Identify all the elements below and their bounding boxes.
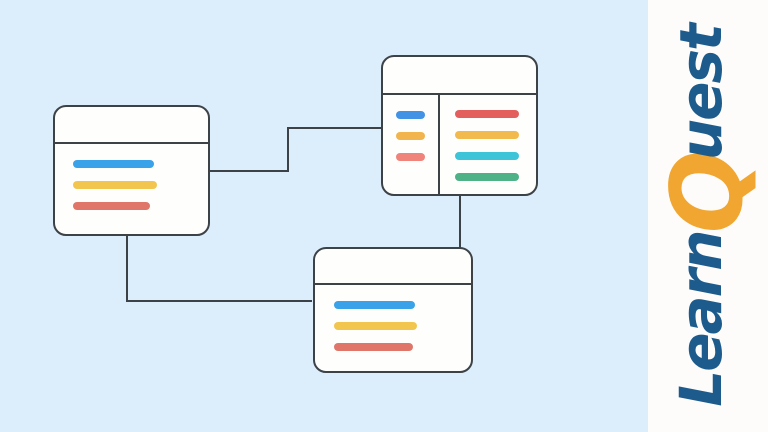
- table-card-bottom: [313, 247, 473, 373]
- field-bar: [73, 181, 157, 189]
- table-body: [383, 95, 536, 194]
- connector-left-to-bottom: [126, 235, 312, 302]
- field-bar: [334, 322, 417, 330]
- connector-left-to-topright: [210, 127, 381, 172]
- logo-text-learn: Learn: [667, 231, 735, 407]
- field-bar: [455, 131, 519, 139]
- table-card-top-right: [381, 55, 538, 196]
- table-header: [55, 107, 208, 144]
- table-body: [55, 144, 208, 234]
- table-header: [315, 249, 471, 285]
- field-bar: [455, 173, 519, 181]
- field-bar: [73, 160, 154, 168]
- field-bar: [455, 152, 519, 160]
- field-column: [440, 95, 536, 194]
- logo-letter-q: Q: [651, 152, 765, 234]
- field-bar: [334, 301, 415, 309]
- logo-panel: LearnQuest: [648, 0, 768, 432]
- logo-text-uest: uest: [667, 25, 735, 161]
- table-body: [315, 285, 471, 371]
- key-bar: [396, 153, 425, 161]
- table-card-left: [53, 105, 210, 236]
- field-bar: [455, 110, 519, 118]
- learnquest-logo: LearnQuest: [651, 25, 765, 407]
- field-bar: [334, 343, 413, 351]
- key-bar: [396, 111, 425, 119]
- key-bar: [396, 132, 425, 140]
- field-bar: [73, 202, 150, 210]
- key-column: [383, 95, 440, 194]
- table-header: [383, 57, 536, 95]
